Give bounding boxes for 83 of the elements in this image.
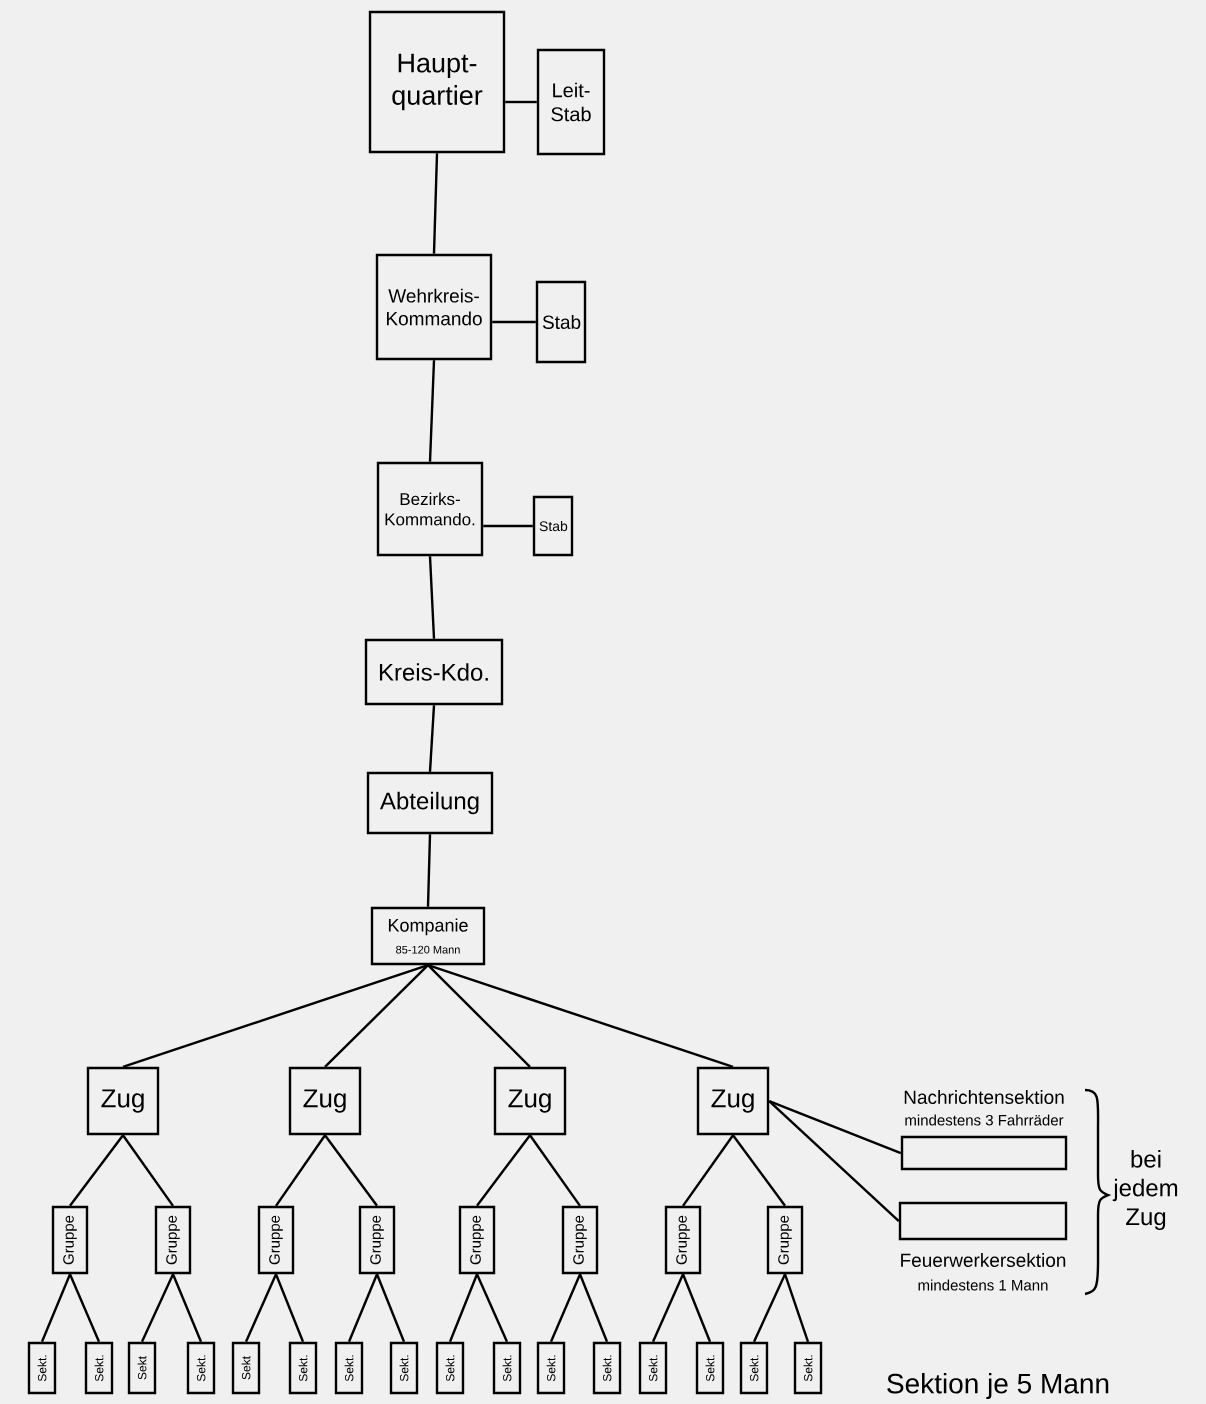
connector-line <box>347 1273 379 1343</box>
unit-box: Haupt- quartier <box>368 10 506 154</box>
connector-line <box>681 1273 712 1343</box>
connector-line <box>122 964 429 1068</box>
connector-line <box>492 320 536 324</box>
group-box: Gruppe <box>458 1205 496 1275</box>
connector-line <box>171 1273 203 1343</box>
connector-line <box>69 1134 124 1207</box>
unit-box: Wehrkreis- Kommando <box>375 253 493 361</box>
section-box: Sekt. <box>186 1341 216 1395</box>
connector-line <box>274 1273 305 1343</box>
connector-line <box>275 1134 326 1207</box>
node-label: Feuerwerkersektion <box>901 1253 1066 1267</box>
node-label: mindestens 1 Mann <box>918 1279 1048 1291</box>
connector-line <box>324 964 429 1068</box>
connector-line <box>427 964 531 1068</box>
connector-line <box>732 1134 786 1207</box>
connector-line <box>375 1273 406 1343</box>
section-box: Sekt. <box>334 1341 364 1395</box>
connector-line <box>475 1273 509 1343</box>
unit-box: Leit- Stab <box>536 48 606 156</box>
section-box: Sekt. <box>27 1341 57 1395</box>
section-box: Sekt. <box>536 1341 566 1395</box>
connector-line <box>578 1273 609 1343</box>
group-box: Gruppe <box>51 1205 89 1275</box>
connector-line <box>682 1134 734 1207</box>
connector-line <box>505 100 537 104</box>
note-text: Sektion je 5 Mann <box>887 1372 1109 1400</box>
empty-box: Feuerwerkersektion mindestens 1 Mann <box>898 1201 1068 1291</box>
connector-line <box>752 1273 787 1343</box>
unit-box: Zug <box>493 1066 567 1136</box>
connector-line <box>68 1273 101 1343</box>
connector-line <box>122 1134 174 1207</box>
section-box: Sekt. <box>492 1341 522 1395</box>
connector-line <box>768 1099 902 1155</box>
section-box: Sekt. <box>695 1341 725 1395</box>
unit-box: Zug <box>86 1066 160 1136</box>
unit-box: Zug <box>288 1066 362 1136</box>
note-text: bei jedem Zug <box>1112 1150 1178 1230</box>
node-label: Nachrichtensektion <box>904 1090 1064 1104</box>
group-box: Gruppe <box>766 1205 804 1275</box>
connector-line <box>428 705 436 772</box>
connector-line <box>783 1273 810 1343</box>
connector-line <box>549 1273 582 1343</box>
connector-line <box>448 1273 479 1343</box>
section-box: Sekt. <box>793 1341 823 1395</box>
section-box: Sekt. <box>435 1341 465 1395</box>
connector-line <box>483 524 533 528</box>
unit-box: Stab <box>535 280 587 364</box>
connector-line <box>432 153 439 254</box>
connector-line <box>426 834 432 907</box>
connector-line <box>140 1273 175 1343</box>
section-box: Sekt. <box>592 1341 622 1395</box>
section-box: Sekt. <box>739 1341 769 1395</box>
section-box: Sekt. <box>638 1341 668 1395</box>
connector-line <box>428 556 436 639</box>
connector-line <box>428 360 436 462</box>
section-box: Sekt. <box>389 1341 419 1395</box>
connector-line <box>244 1273 278 1343</box>
connector-line <box>427 964 734 1068</box>
section-box: Sekt <box>231 1341 261 1395</box>
connector-line <box>768 1100 900 1222</box>
unit-box: Kreis-Kdo. <box>364 638 504 706</box>
group-box: Gruppe <box>664 1205 702 1275</box>
section-box: Sekt <box>127 1341 157 1395</box>
connector-line <box>476 1134 531 1207</box>
group-box: Gruppe <box>154 1205 192 1275</box>
unit-box: Zug <box>696 1066 770 1136</box>
empty-box: Nachrichtensektion mindestens 3 Fahrräder <box>900 1090 1068 1171</box>
connector-line <box>40 1273 72 1343</box>
unit-box: Bezirks- Kommando. <box>376 461 484 557</box>
unit-box: Stab <box>532 495 574 557</box>
group-box: Gruppe <box>561 1205 599 1275</box>
node-label: mindestens 3 Fahrräder <box>905 1114 1064 1126</box>
connector-line <box>324 1134 378 1207</box>
unit-box: Kompanie 85-120 Mann <box>370 906 486 966</box>
unit-box: Abteilung <box>366 771 494 835</box>
connector-line <box>529 1134 581 1207</box>
group-box: Gruppe <box>257 1205 295 1275</box>
group-box: Gruppe <box>358 1205 396 1275</box>
section-box: Sekt. <box>84 1341 114 1395</box>
section-box: Sekt. <box>288 1341 318 1395</box>
connector-line <box>651 1273 685 1343</box>
